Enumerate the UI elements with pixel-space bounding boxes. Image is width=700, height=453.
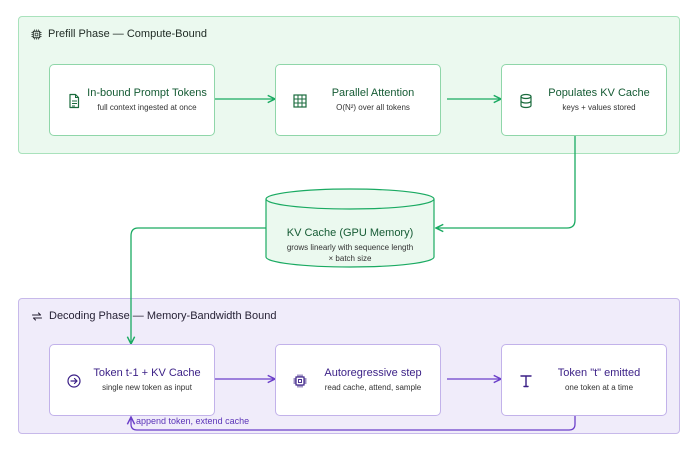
cycle-icon <box>31 311 43 321</box>
node-title: Parallel Attention <box>331 87 415 99</box>
node-token-t-emitted: Token "t" emitted one token at a time <box>501 344 667 416</box>
node-subtitle: read cache, attend, sample <box>324 383 422 392</box>
kv-cache-cylinder <box>265 188 435 268</box>
database-icon <box>520 93 532 109</box>
grid-icon <box>293 94 307 108</box>
node-populates-kv-cache: Populates KV Cache keys + values stored <box>501 64 667 136</box>
text-icon <box>520 375 532 388</box>
node-title: Token "t" emitted <box>557 367 641 379</box>
prefill-phase-title: Prefill Phase — Compute-Bound <box>31 28 207 40</box>
node-subtitle: O(N²) over all tokens <box>336 103 410 112</box>
loop-back-label: append token, extend cache <box>136 416 250 426</box>
node-inbound-prompt: In-bound Prompt Tokens full context inge… <box>49 64 215 136</box>
node-autoregressive-step: Autoregressive step read cache, attend, … <box>275 344 441 416</box>
node-title: In-bound Prompt Tokens <box>87 87 207 99</box>
node-subtitle: single new token as input <box>102 383 192 392</box>
document-icon <box>69 93 80 109</box>
arrow-loop-back <box>131 416 576 431</box>
node-title: Autoregressive step <box>324 367 422 379</box>
node-subtitle: keys + values stored <box>562 103 636 112</box>
node-subtitle: one token at a time <box>564 383 634 392</box>
kv-cache-subtitle-1: grows linearly with sequence length <box>286 243 414 252</box>
kv-cache-label: KV Cache (GPU Memory) grows linearly wit… <box>266 226 434 264</box>
kv-cache-title: KV Cache (GPU Memory) <box>286 227 414 239</box>
node-parallel-attention: Parallel Attention O(N²) over all tokens <box>275 64 441 136</box>
decode-phase-title: Decoding Phase — Memory-Bandwidth Bound <box>31 310 276 322</box>
chip-icon <box>31 28 42 40</box>
chip-icon <box>293 374 307 388</box>
kv-cache-subtitle-2: × batch size <box>328 254 372 263</box>
decode-phase-label: Decoding Phase — Memory-Bandwidth Bound <box>49 310 277 322</box>
node-subtitle: full context ingested at once <box>97 103 197 112</box>
node-title: Populates KV Cache <box>548 87 650 99</box>
arrow-circle-icon <box>67 374 81 388</box>
prefill-phase-label: Prefill Phase — Compute-Bound <box>48 28 207 40</box>
node-title: Token t-1 + KV Cache <box>93 367 201 379</box>
arrow-populate-to-cache <box>436 135 576 228</box>
arrow-cache-to-decode <box>131 227 266 344</box>
node-token-t-minus-1: Token t-1 + KV Cache single new token as… <box>49 344 215 416</box>
